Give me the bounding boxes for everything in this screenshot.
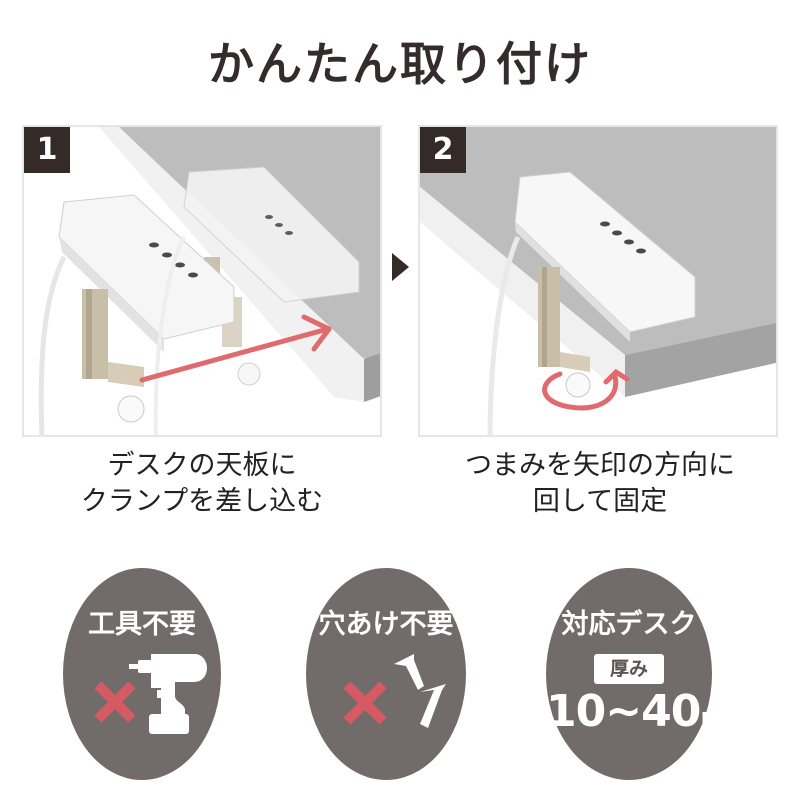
step-1-panel: 1 [22, 125, 382, 437]
knob-rotate-illustration [420, 127, 776, 435]
range-unit: mm [700, 703, 755, 733]
feature-label: 対応デスク [561, 609, 697, 640]
clamp-slide-illustration [38, 127, 380, 435]
feature-label: 工具不要 [88, 609, 196, 640]
step-2-panel: 2 [418, 125, 778, 437]
next-step-arrow-icon [392, 253, 409, 281]
feature-no-drilling: 穴あけ不要 [306, 568, 466, 780]
feature-no-tools: 工具不要 [63, 568, 221, 780]
caption-line: つまみを矢印の方向に [465, 450, 735, 481]
feature-desk-thickness: 対応デスク 厚み 10~40mm [546, 568, 755, 780]
cross-icon [343, 681, 387, 725]
thickness-chip: 厚み [594, 654, 664, 684]
caption-line: クランプを差し込む [80, 486, 324, 517]
feature-label: 穴あけ不要 [318, 609, 454, 640]
screws-icon [394, 654, 446, 728]
caption-line: デスクの天板に [107, 450, 297, 481]
cross-icon [94, 681, 136, 723]
page-title: かんたん取り付け [208, 37, 592, 91]
drill-icon [129, 654, 207, 734]
thickness-range: 10~40mm [546, 686, 755, 737]
caption-line: 回して固定 [532, 486, 668, 517]
step-number-badge: 1 [24, 127, 70, 173]
step-2-caption: つまみを矢印の方向に 回して固定 [410, 448, 790, 520]
step-number-badge: 2 [420, 127, 466, 173]
range-value: 10~40 [546, 686, 701, 737]
step-1-caption: デスクの天板に クランプを差し込む [12, 448, 392, 520]
